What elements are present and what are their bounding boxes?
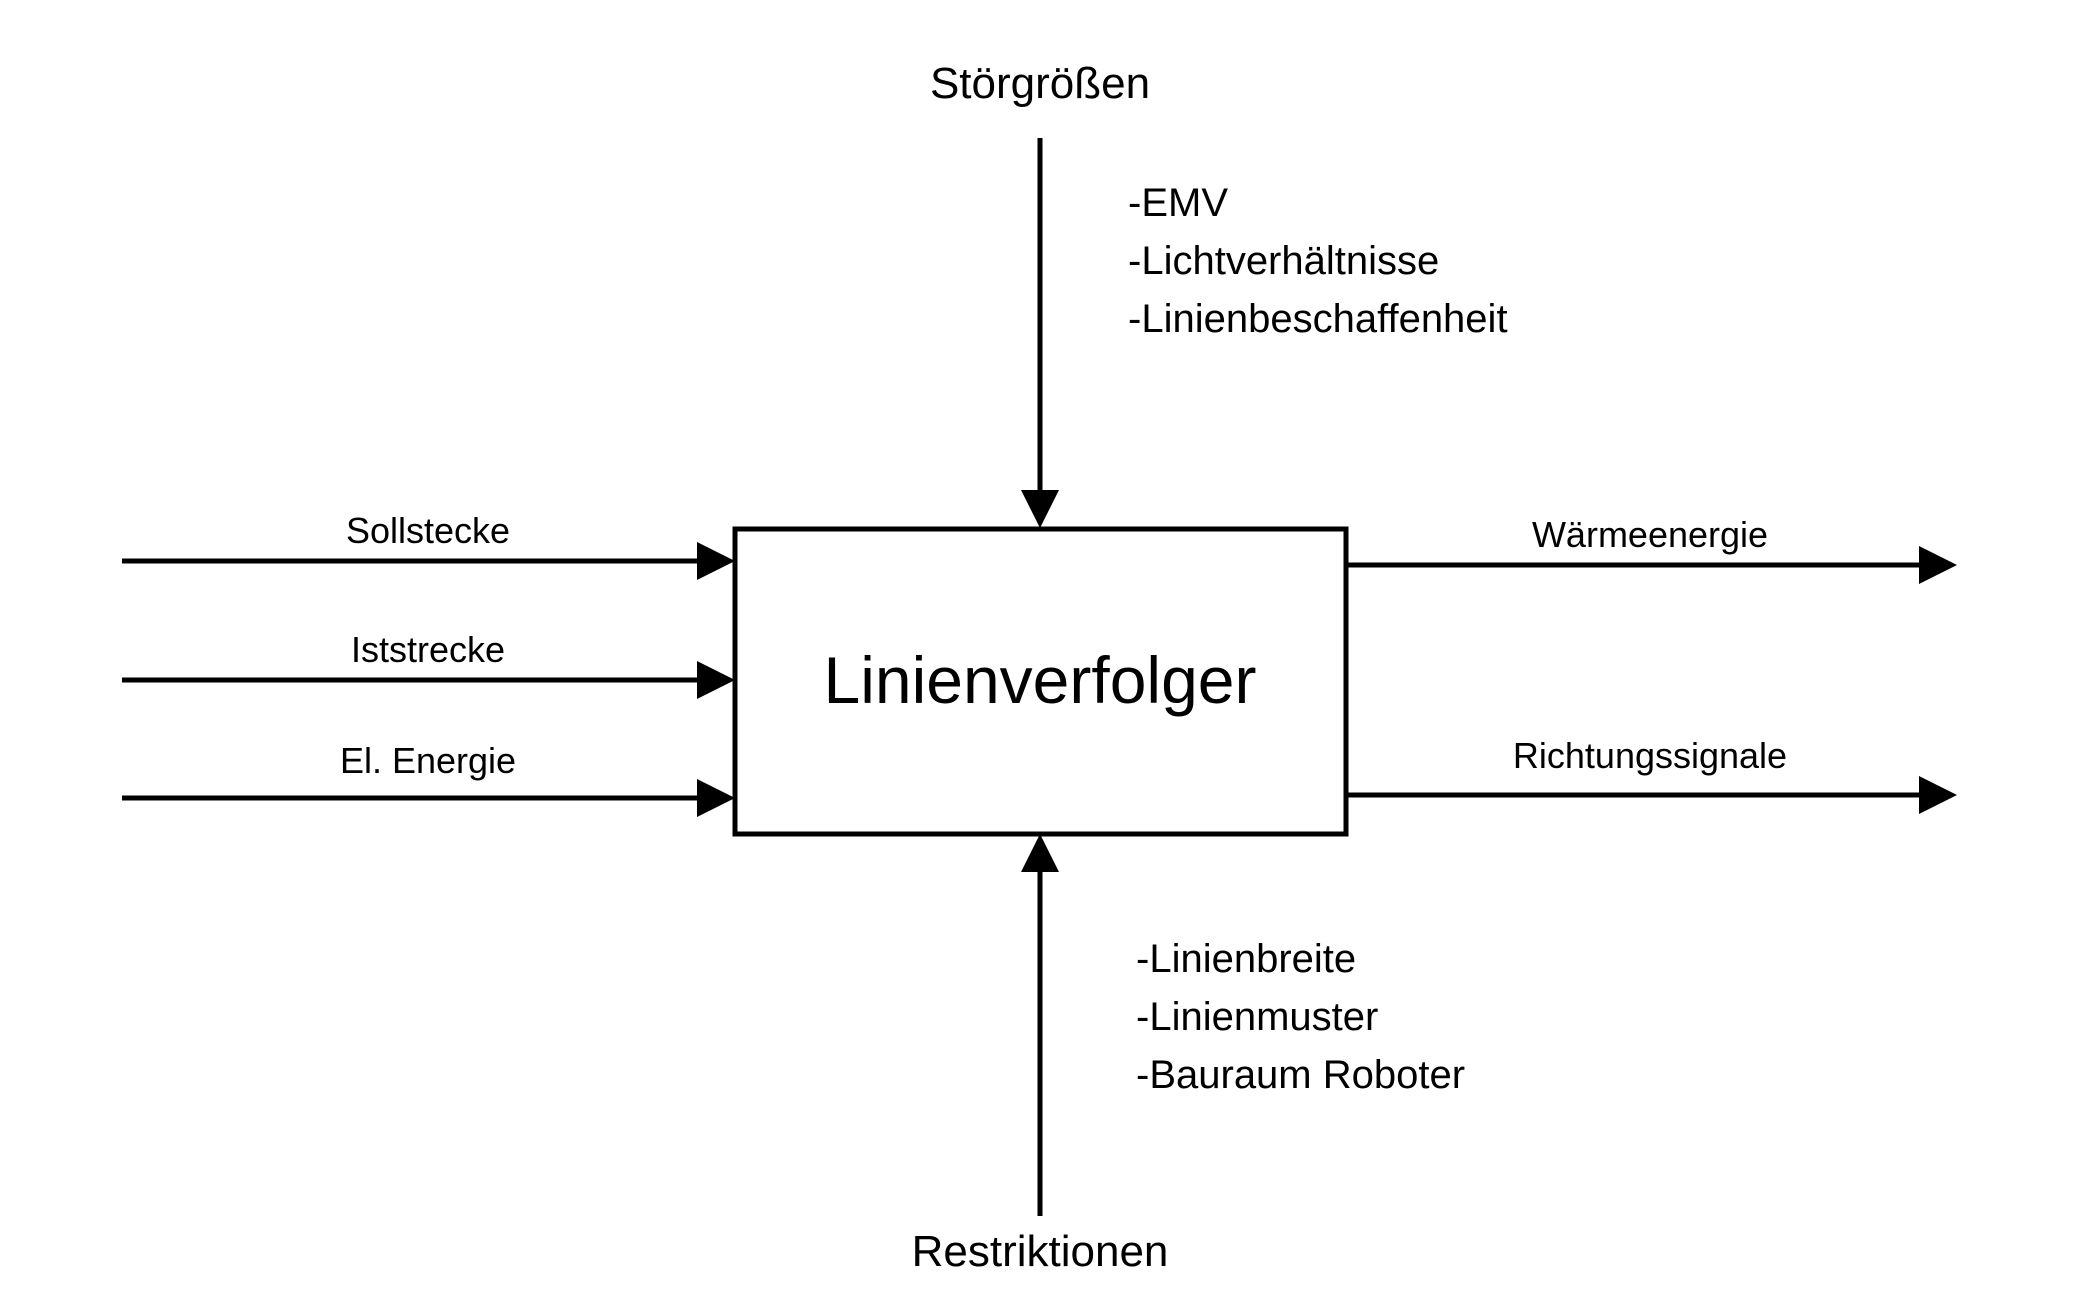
output-label-1: Wärmeenergie: [1532, 514, 1768, 555]
output-label-2: Richtungssignale: [1513, 735, 1787, 776]
disturbances-arrow-head: [1021, 490, 1059, 528]
disturbances-title: Störgrößen: [930, 59, 1150, 108]
output-arrow-head-1: [1919, 546, 1957, 584]
output-arrow-head-2: [1919, 776, 1957, 814]
restriction-item-3: -Bauraum Roboter: [1136, 1053, 1465, 1097]
disturbance-item-1: -EMV: [1128, 181, 1228, 225]
restrictions-arrow-head: [1021, 834, 1059, 872]
disturbance-item-3: -Linienbeschaffenheit: [1128, 297, 1508, 341]
input-arrow-head-2: [697, 661, 735, 699]
restriction-item-1: -Linienbreite: [1136, 937, 1356, 981]
input-label-1: Sollstecke: [346, 510, 510, 551]
input-arrow-head-3: [697, 779, 735, 817]
disturbance-item-2: -Lichtverhältnisse: [1128, 239, 1439, 283]
input-label-3: El. Energie: [340, 740, 516, 781]
system-label: Linienverfolger: [824, 643, 1257, 717]
input-label-2: Iststrecke: [351, 629, 505, 670]
restriction-item-2: -Linienmuster: [1136, 995, 1378, 1039]
system-box: [732, 526, 1349, 837]
input-arrow-head-1: [697, 542, 735, 580]
restrictions-title: Restriktionen: [912, 1227, 1169, 1276]
